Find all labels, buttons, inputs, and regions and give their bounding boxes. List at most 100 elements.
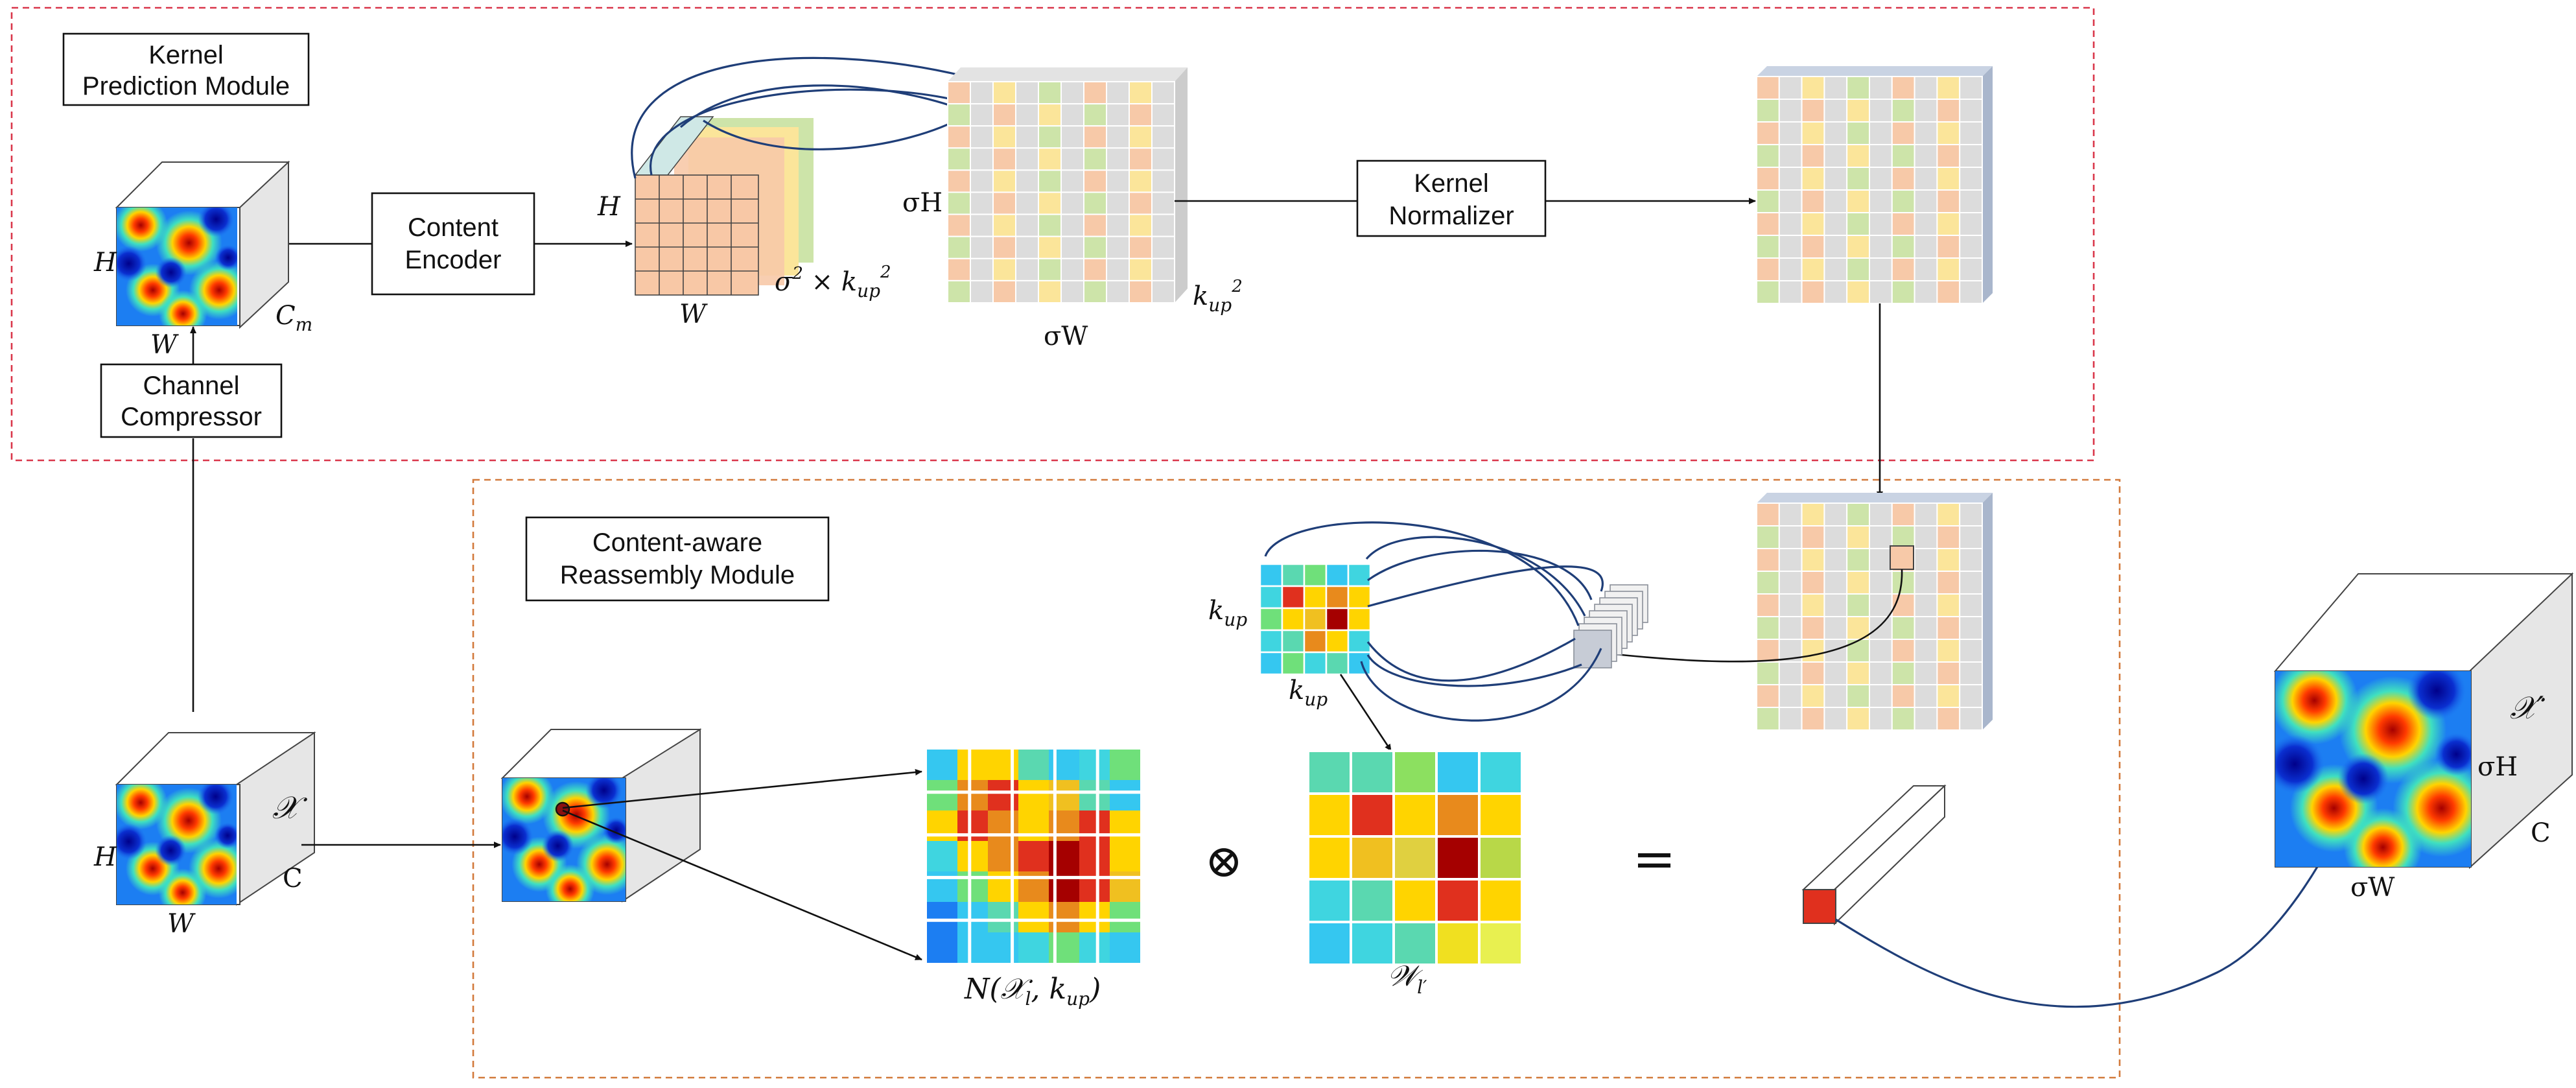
normalized-kernel-cell — [1778, 235, 1803, 259]
reassembly-kernel-cell — [1756, 616, 1780, 640]
reassembly-kernel-cell — [1959, 571, 1983, 595]
normalized-kernel-cell — [1846, 167, 1870, 191]
reassembly-kernel-cell — [1936, 571, 1961, 595]
normalized-kernel-cell — [1891, 212, 1915, 236]
kup-kernel-cell — [1325, 607, 1350, 632]
neighborhood-cell — [1018, 841, 1049, 871]
kernel-map-cell — [1015, 213, 1039, 237]
kernel-map-cell — [1060, 257, 1084, 281]
reassembly-kernel-cell — [1869, 616, 1893, 640]
stack-curve-2 — [1365, 536, 1586, 617]
kup-kernel-cell — [1259, 629, 1283, 654]
neighborhood-cell — [1110, 780, 1140, 810]
normalized-kernel-cell — [1891, 257, 1915, 281]
normalized-kernel-cell — [1801, 99, 1825, 123]
kernel-map-cell — [1083, 213, 1107, 237]
weight-cell — [1307, 878, 1352, 923]
kernel-map-cell — [947, 147, 971, 171]
neighborhood-cell — [1018, 902, 1049, 932]
reassembly-kernel-cell — [1846, 525, 1870, 549]
normalized-kernel-cell — [1914, 121, 1938, 145]
normalized-kernel-cell — [1823, 235, 1848, 259]
normalized-kernel-cell — [1823, 121, 1848, 145]
channel-compressor-block: Channel Compressor — [100, 363, 283, 438]
reassembly-kernel-cell — [1801, 639, 1825, 663]
reassembly-kernel-cell — [1778, 593, 1803, 617]
neighborhood-cell — [1079, 780, 1110, 810]
reassembly-input-cube — [500, 728, 702, 903]
kernel-map-cell — [1083, 235, 1107, 259]
reassembly-kernel-cell — [1823, 525, 1848, 549]
weight-cell — [1350, 792, 1395, 838]
normalized-kernel-cell — [1846, 76, 1870, 100]
reassembly-kernel-cell — [1801, 661, 1825, 685]
weight-cell — [1435, 921, 1481, 966]
reassembly-kernel-cell — [1869, 503, 1893, 526]
kernel-map-cell — [947, 81, 971, 105]
kernel-normalizer-line2: Normalizer — [1388, 202, 1514, 230]
normalized-kernel-cell — [1756, 235, 1780, 259]
normalized-kernel-cell — [1801, 76, 1825, 100]
reassembly-kernel-cell — [1778, 707, 1803, 731]
kernel-map-cell — [970, 169, 994, 193]
reshape-curve-4 — [703, 114, 967, 150]
kernel-map-cell — [1038, 279, 1062, 303]
reassembly-kernel-cell — [1914, 593, 1938, 617]
stack-curve-5 — [1366, 637, 1576, 682]
kernel-map-cell — [1151, 213, 1175, 237]
reassembly-kernel-cell — [1801, 593, 1825, 617]
normalized-kernel-cell — [1891, 76, 1915, 100]
neighborhood-cell — [1079, 902, 1110, 932]
kernel-map-cell — [1129, 235, 1153, 259]
neighborhood-cell — [1018, 932, 1049, 963]
reassembly-kernel-cell — [1936, 593, 1961, 617]
weight-cell — [1350, 878, 1395, 923]
reassembly-kernel-cell — [1936, 639, 1961, 663]
normalized-kernel-cell — [1914, 257, 1938, 281]
kernel-map-cell — [1060, 279, 1084, 303]
weight-cell — [1392, 878, 1438, 923]
kpm-title-box: Kernel Prediction Module — [62, 32, 310, 106]
normalized-kernel-cell — [1959, 167, 1983, 191]
cm-label: Cm — [275, 301, 312, 335]
normalized-kernel-cell — [1914, 280, 1938, 304]
kernel-map-cell — [1015, 147, 1039, 171]
normalized-kernel-cell — [1778, 76, 1803, 100]
neighborhood-cell — [1110, 902, 1140, 932]
content-encoder-line2: Encoder — [405, 246, 502, 274]
reassembly-kernel-cell — [1823, 661, 1848, 685]
reassembly-kernel-cell — [1823, 503, 1848, 526]
kpm-title-line2: Prediction Module — [82, 72, 290, 101]
normalized-kernel-cell — [1756, 144, 1780, 168]
normalized-kernel-cell — [1778, 99, 1803, 123]
reassembly-kernel-cell — [1936, 525, 1961, 549]
reassembly-kernel-cell — [1869, 548, 1893, 572]
kernel-map-cell — [1151, 257, 1175, 281]
reassembly-kernel-cell — [1891, 639, 1915, 663]
normalized-kernel-cell — [1959, 121, 1983, 145]
reassembly-kernel-cell — [1801, 707, 1825, 731]
weight-cell — [1478, 792, 1523, 838]
location-marker — [555, 801, 570, 817]
kernel-map-cell — [970, 125, 994, 149]
reassembly-kernel-cell — [1914, 707, 1938, 731]
kernel-map-cell — [1151, 147, 1175, 171]
normalized-kernel-cell — [1869, 257, 1893, 281]
reassembly-kernel-cell — [1914, 616, 1938, 640]
normalized-kernel-cell — [1756, 189, 1780, 213]
kernel-map-cell — [947, 125, 971, 149]
kernel-map-cell — [970, 235, 994, 259]
reassembly-kernel-cell — [1936, 707, 1961, 731]
input-H-label: H — [93, 842, 117, 872]
reassembly-kernel-cell — [1823, 707, 1848, 731]
kernel-map-cell — [1129, 103, 1153, 127]
reassembly-kernel-cell — [1914, 503, 1938, 526]
kernel-map-cell — [970, 191, 994, 215]
reassembly-kernel-cell — [1756, 639, 1780, 663]
neighborhood-cell — [927, 902, 957, 932]
reassembly-kernel-cell — [1756, 707, 1780, 731]
kernel-map-cell — [1015, 81, 1039, 105]
carm-title-box: Content-aware Reassembly Module — [525, 516, 830, 602]
upsampled-output-cube — [2273, 572, 2574, 869]
normalized-kernel-cell — [1778, 144, 1803, 168]
